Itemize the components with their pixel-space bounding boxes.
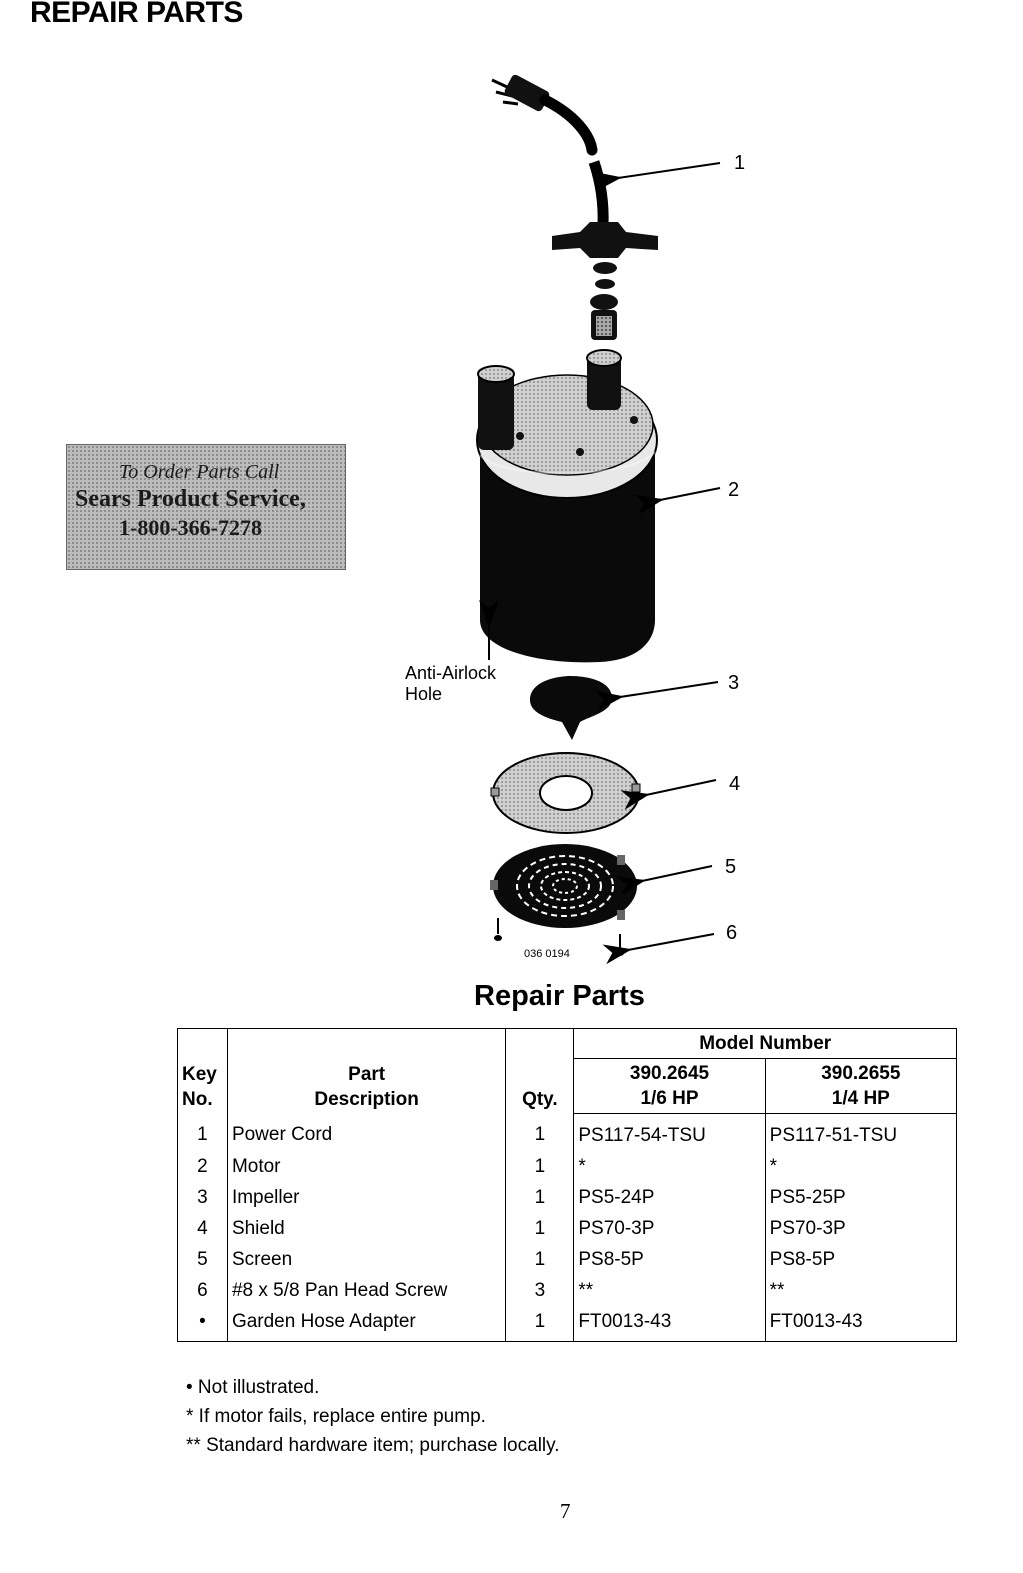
footnote-hardware: ** Standard hardware item; purchase loca… [186, 1435, 560, 1456]
page-number: 7 [560, 1499, 571, 1523]
table-row: 1 Power Cord 1 PS117-54-TSU PS117-51-TSU [177, 1113, 958, 1151]
order-parts-line: To Order Parts Call [119, 461, 280, 483]
model-number-header: Model Number [573, 1028, 957, 1059]
table-row: • Garden Hose Adapter 1 FT0013-43 FT0013… [177, 1306, 958, 1342]
callout-arrows [592, 162, 721, 965]
callout-6: 6 [726, 922, 737, 944]
callout-5: 5 [725, 856, 736, 878]
table-row: 5 Screen 1 PS8-5P PS8-5P [177, 1244, 958, 1275]
power-cord-part [491, 74, 658, 340]
page-heading: REPAIR PARTS [30, 0, 243, 29]
table-row: 2 Motor 1 * * [177, 1151, 958, 1182]
service-name: Sears Product Service, [75, 486, 306, 512]
callout-3: 3 [728, 672, 739, 694]
screen-part [490, 844, 637, 928]
qty-header: Qty. [505, 1028, 575, 1114]
shield-part [490, 752, 641, 834]
order-parts-box: To Order Parts Call Sears Product Servic… [66, 444, 346, 570]
table-row: 3 Impeller 1 PS5-24P PS5-25P [177, 1182, 958, 1213]
footnote-not-illustrated: • Not illustrated. [186, 1377, 320, 1398]
callout-1: 1 [734, 152, 745, 174]
pump-exploded-diagram: 1 2 3 4 5 6 Anti-Airlock Hole 036 0194 [405, 74, 745, 965]
drawing-number: 036 0194 [524, 948, 570, 960]
service-phone: 1-800-366-7278 [119, 515, 262, 540]
anti-airlock-label-hole: Hole [405, 684, 442, 704]
table-row: 4 Shield 1 PS70-3P PS70-3P [177, 1213, 958, 1244]
anti-airlock-label: Anti-Airlock [405, 663, 497, 683]
table-row: 6 #8 x 5/8 Pan Head Screw 3 ** ** [177, 1275, 958, 1306]
callout-4: 4 [729, 773, 740, 795]
footnote-motor: * If motor fails, replace entire pump. [186, 1406, 486, 1427]
motor-part [476, 349, 658, 663]
impeller-part [530, 676, 612, 740]
table-title: Repair Parts [474, 980, 645, 1012]
callout-2: 2 [728, 479, 739, 501]
footnotes: • Not illustrated. * If motor fails, rep… [186, 1373, 560, 1460]
